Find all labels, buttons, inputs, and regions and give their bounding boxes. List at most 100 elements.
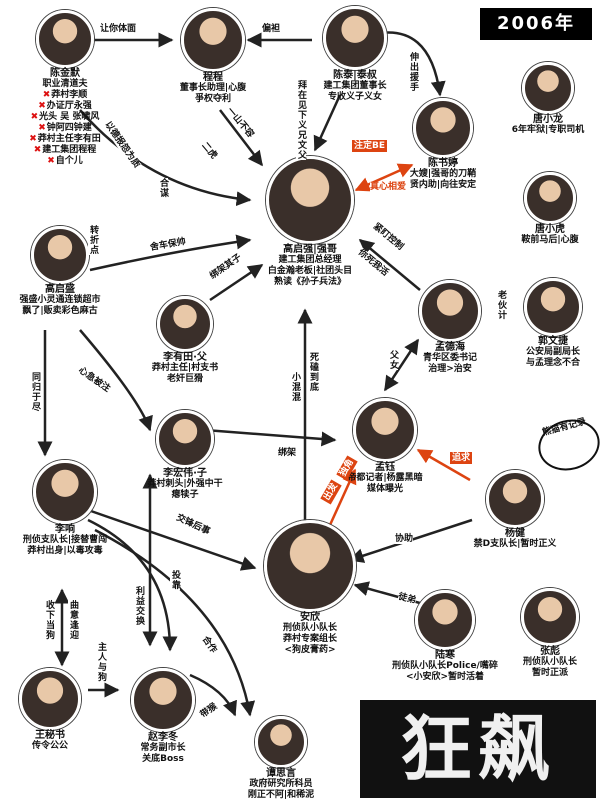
cross-mark-icon: ✖ (47, 156, 55, 166)
arrow-shuting-to-qiang (354, 163, 414, 192)
person-name: 杨健 (505, 528, 525, 539)
person-detail-text: 莽村主任李有田 (37, 134, 101, 144)
arrow-cheng-to-qiang (219, 109, 263, 167)
person-detail: 帝都记者|杨露黑暗 (347, 473, 423, 483)
node-text: 李响刑侦支队长|接替曹闯莽村出身|以毒攻毒 (5, 524, 125, 557)
arrow-li-to-tan (94, 528, 256, 717)
person-detail: 莽村出身|以毒攻毒 (27, 546, 103, 556)
portrait-avatar (131, 668, 195, 732)
node-chen-jinmo: 陈金默职业清道夫✖莽村李顺✖办证厅永强✖光头 吴 张啸风✖钟阿四钟建✖莽村主任李… (25, 10, 105, 167)
portrait-avatar (486, 470, 544, 528)
portrait-avatar (353, 398, 417, 462)
person-name: 陈书婷 (428, 158, 458, 169)
node-text: 张彪刑侦队小队长暂时正派 (505, 646, 595, 679)
relation-label: 注定BE (352, 140, 388, 152)
person-name: 高启强|强哥 (283, 244, 337, 255)
portrait-avatar (264, 520, 356, 612)
node-li-youtian: 李有田·父莽村主任|村支书老奸巨猾 (140, 296, 230, 385)
person-name: 李有田·父 (163, 352, 207, 363)
node-wang-mishu: 王秘书传令公公 (10, 668, 90, 752)
relation-label: 曲意逢迎 (68, 600, 78, 640)
person-name: 李宏伟·子 (163, 468, 207, 479)
person-name: 唐小龙 (533, 114, 563, 125)
portrait-avatar (522, 62, 574, 114)
cross-mark-icon: ✖ (29, 134, 37, 144)
person-detail: ✖莽村李顺 (25, 90, 105, 101)
person-detail-text: 钟阿四钟建 (46, 123, 92, 133)
person-name: 孟钰 (375, 462, 395, 473)
person-name: 陈泰|泰叔 (333, 70, 377, 81)
person-detail: ✖莽村主任李有田 (25, 134, 105, 145)
arrow-tai-to-qiang (313, 94, 342, 152)
person-detail: 常务副市长 (140, 743, 186, 753)
node-text: 陆寒刑侦队小队长Police/嘴碎<小安欣>暂时活着 (385, 650, 505, 683)
node-text: 谭思言政府研究所科员刚正不阿|和稀泥 (226, 768, 336, 800)
person-detail: 董事长助理|心腹 (179, 83, 247, 93)
person-detail: 职业清道夫 (42, 79, 88, 89)
portrait-avatar (415, 590, 475, 650)
cross-mark-icon: ✖ (38, 123, 46, 133)
node-text: 赵李冬常务副市长关底Boss (118, 732, 208, 765)
person-name: 安欣 (300, 612, 320, 623)
person-detail: 莽村专案组长 (282, 634, 337, 644)
portrait-avatar (521, 588, 579, 646)
year-badge: 2006年 (480, 8, 592, 40)
person-name: 王秘书 (35, 730, 65, 741)
portrait-avatar (181, 8, 245, 72)
person-detail: 刑侦队小队长 (282, 623, 337, 633)
person-detail: 刑侦队小队长 (522, 657, 577, 667)
cross-mark-icon: ✖ (38, 101, 46, 111)
arrow-yang-to-yu (416, 448, 471, 482)
arrow-zhao-to-tan (189, 673, 237, 717)
person-detail: ✖自个儿 (25, 156, 105, 167)
person-detail-text: 办证厅永强 (46, 101, 92, 111)
person-name: 陆寒 (435, 650, 455, 661)
node-text: 郭文捷公安局副局长与孟理念不合 (510, 336, 596, 369)
relation-label: 投靠 (170, 570, 180, 590)
node-tan-siyan: 谭思言政府研究所科员刚正不阿|和稀泥 (226, 716, 336, 800)
person-detail: 白金瀚老板|社团头目 (267, 266, 353, 276)
person-detail: ✖建工集团程程 (25, 145, 105, 156)
portrait-avatar (36, 10, 94, 68)
person-detail: 媒体曝光 (366, 484, 403, 494)
portrait-avatar (524, 172, 576, 224)
person-detail: 禁D支队长|暂时正义 (473, 539, 557, 549)
node-an-xin: 安欣刑侦队小队长莽村专案组长<狗皮膏药> (250, 520, 370, 656)
person-detail: 公安局副局长 (525, 347, 580, 357)
arrow-sheng-to-qiang (89, 234, 252, 272)
person-name: 唐小虎 (535, 224, 565, 235)
person-detail: 莽村刺头|外强中干 (147, 479, 223, 489)
relation-label: 真心相爱 (370, 182, 407, 192)
person-detail: 鞍前马后|心腹 (521, 235, 579, 245)
node-cheng-cheng: 程程董事长助理|心腹爭权夺利 (168, 8, 258, 105)
relation-label: 绑架 (278, 448, 297, 458)
person-detail: 建工集团董事长 (323, 81, 387, 91)
person-detail: 6年牢狱|专职司机 (511, 125, 585, 135)
portrait-avatar (33, 460, 97, 524)
person-detail: 与孟理念不合 (525, 358, 580, 368)
relation-label: 让你体面 (100, 24, 137, 34)
person-detail: 政府研究所科员 (249, 779, 313, 789)
node-text: 孟钰帝都记者|杨露黑暗媒体曝光 (335, 462, 435, 495)
node-text: 王秘书传令公公 (10, 730, 90, 752)
node-chen-tai: 陈泰|泰叔建工集团董事长专收义子义女 (310, 6, 400, 103)
node-text: 杨健禁D支队长|暂时正义 (465, 528, 565, 550)
person-detail: 关底Boss (142, 754, 184, 764)
arrow-youtian-to-qiang (209, 263, 264, 302)
person-detail: 建工集团总经理 (278, 255, 342, 265)
node-tang-xiaohu: 唐小虎鞍前马后|心腹 (505, 172, 595, 246)
portrait-avatar (323, 6, 387, 70)
node-text: 程程董事长助理|心腹爭权夺利 (168, 72, 258, 105)
person-detail: 大嫂|强哥的刀鞘 (409, 169, 477, 179)
person-detail-text: 自个儿 (55, 156, 83, 166)
cross-mark-icon: ✖ (33, 145, 42, 155)
node-text: 唐小虎鞍前马后|心腹 (505, 224, 595, 246)
relation-label: 收下当狗 (44, 600, 54, 640)
person-detail: <小安欣>暂时活着 (405, 672, 485, 682)
relation-label: 转折点 (88, 225, 98, 255)
person-detail: 强盛小灵通连锁超市 (19, 295, 101, 305)
arrow-sheng-to-hongwei (79, 329, 153, 432)
person-detail: ✖钟阿四钟建 (25, 123, 105, 134)
